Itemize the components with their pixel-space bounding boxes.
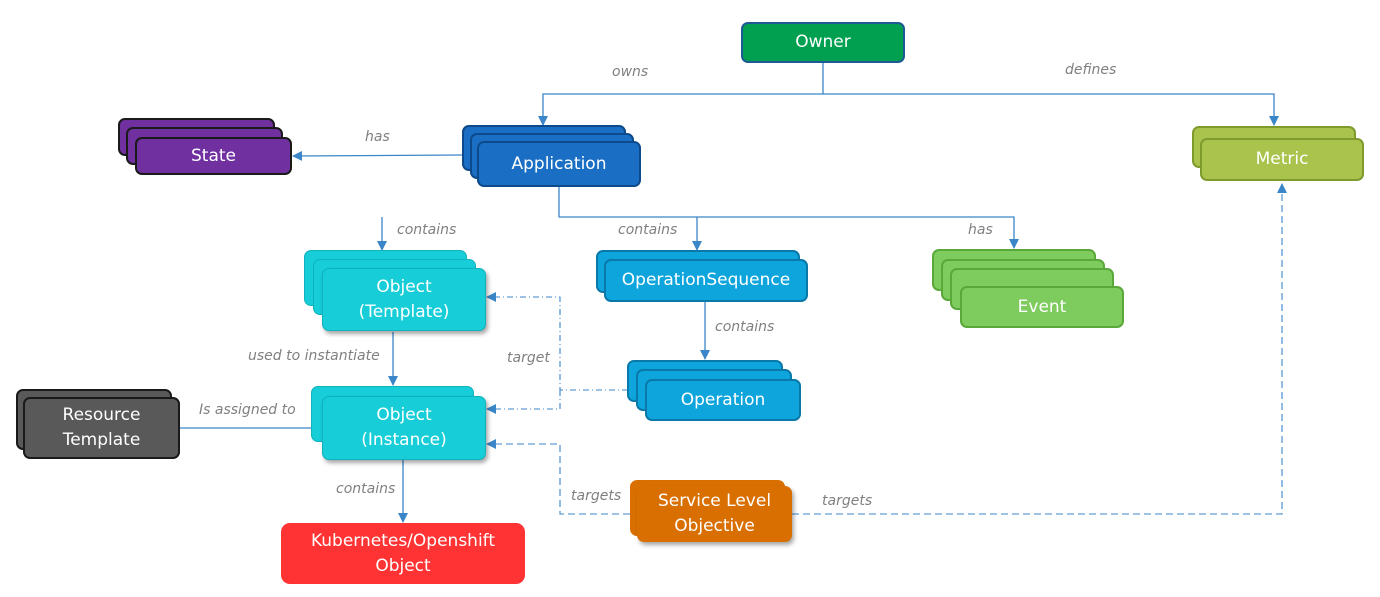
object-instance-label-line-1: Object [376,405,432,425]
resource-template-label-line-1: Resource [62,405,141,425]
kubernetes-object-node[interactable]: Kubernetes/Openshift Object [281,523,525,584]
kubernetes-object-label-line-1: Kubernetes/Openshift [310,530,496,551]
contains-operation-label: contains [715,319,775,335]
application-label: Application [511,153,607,174]
operation-label: Operation [680,389,766,410]
application-node[interactable]: Application [477,141,641,187]
targets-metric-connector [792,183,1287,515]
event-node[interactable]: Event [960,286,1124,328]
metric-node[interactable]: Metric [1200,138,1364,181]
used-to-instantiate-label: used to instantiate [248,348,380,364]
owner-label: Owner [795,32,851,52]
target-label: target [507,350,550,366]
state-node[interactable]: State [135,137,292,175]
owns-connector [538,62,824,126]
object-template-node[interactable]: Object (Template) [322,268,486,331]
metric-label: Metric [1255,149,1309,169]
targets-metric-label: targets [822,493,873,509]
targets-instance-connector [486,439,630,515]
has-state-label: has [365,129,390,145]
operation-sequence-node[interactable]: OperationSequence [604,259,808,302]
resource-template-node[interactable]: Resource Template [23,397,180,459]
application-contains-connector [558,186,1019,249]
defines-label: defines [1065,62,1117,78]
is-assigned-to-label: Is assigned to [199,402,296,418]
state-label: State [191,145,236,166]
slo-label-line-1: Service Level [657,491,772,511]
contains-opseq-label: contains [618,222,678,238]
event-label: Event [1017,296,1067,317]
kubernetes-object-label-line-2: Object [375,555,431,576]
object-instance-label-line-2: (Instance) [361,430,447,450]
operation-sequence-label: OperationSequence [621,270,791,290]
contains-object-label: contains [397,222,457,238]
slo-label-line-2: Objective [674,516,755,536]
object-instance-node[interactable]: Object (Instance) [322,396,486,460]
operation-node[interactable]: Operation [645,379,801,421]
resource-template-label-line-2: Template [62,430,141,450]
has-state-connector [292,150,463,161]
owns-label: owns [612,64,649,80]
defines-connector [823,93,1279,126]
target-template-connector [486,292,628,391]
has-event-label: has [968,222,993,238]
targets-instance-label: targets [571,488,622,504]
object-template-label-line-2: (Template) [358,301,450,322]
owner-node[interactable]: Owner [741,22,905,63]
contains-kubernetes-label: contains [336,481,396,497]
slo-node[interactable]: Service Level Objective [637,486,792,542]
target-instance-connector [486,390,561,414]
object-template-label-line-1: Object [376,276,432,297]
